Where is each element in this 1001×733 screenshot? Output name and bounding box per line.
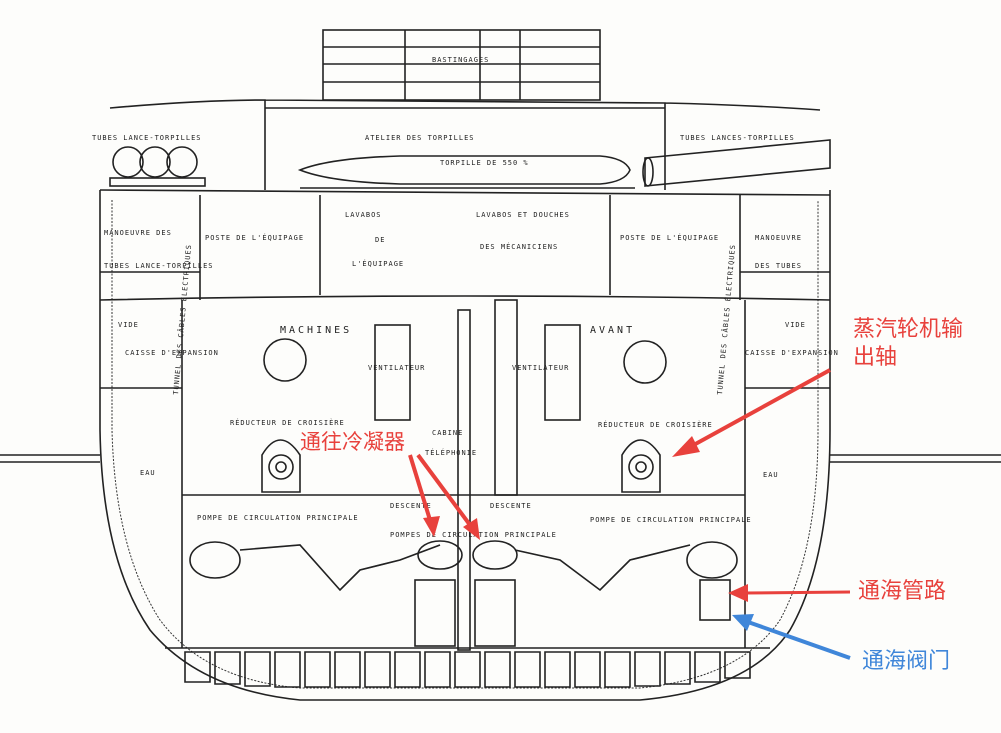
label-manoeuvre-right-2: DES TUBES [755, 262, 802, 270]
arrows-to-condenser [408, 453, 480, 540]
label-caisse-left: CAISSE D'EXPANSION [125, 349, 219, 357]
label-tubes-right: TUBES LANCES-TORPILLES [680, 134, 795, 142]
annotation-turbine-shaft: 蒸汽轮机输 出轴 [853, 317, 964, 370]
label-pompe-left: POMPE DE CIRCULATION PRINCIPALE [197, 514, 359, 522]
label-lavabos-mec-2: DES MÉCANICIENS [480, 242, 558, 251]
label-reducteur-right: RÉDUCTEUR DE CROISIÈRE [598, 420, 713, 429]
label-ventilateur-right: VENTILATEUR [512, 364, 569, 372]
label-reducteur-left: RÉDUCTEUR DE CROISIÈRE [230, 418, 345, 427]
waterline [0, 454, 1001, 463]
label-vide-left: VIDE [118, 321, 139, 329]
annotation-to-condenser: 通往冷凝器 [300, 430, 405, 454]
label-manoeuvre-right-1: MANOEUVRE [755, 234, 802, 242]
hull-outline [99, 190, 831, 701]
porthole-left [263, 338, 307, 382]
annotation-sea-pipe: 通海管路 [858, 579, 947, 604]
label-manoeuvre-left-1: MANOEUVRE DES [104, 229, 172, 237]
label-avant: AVANT [590, 325, 635, 336]
ventilator-right [544, 324, 581, 421]
label-tunnel-right: TUNNEL DES CÂBLES ÉLECTRIQUES [715, 244, 737, 395]
label-poste-right: POSTE DE L'ÉQUIPAGE [620, 233, 719, 242]
arrow-sea-valve [732, 614, 851, 660]
label-torpille: TORPILLE DE 550 % [440, 159, 529, 167]
label-tubes-left: TUBES LANCE-TORPILLES [92, 134, 202, 142]
label-lavabos-1: LAVABOS [345, 211, 382, 219]
cruise-reducer-right [621, 439, 661, 493]
annotation-sea-valve: 通海阀门 [862, 649, 951, 674]
torpedo-tubes-left [109, 146, 206, 187]
label-descente-left: DESCENTE [390, 502, 432, 510]
label-machines: MACHINES [280, 325, 352, 336]
double-bottom [165, 647, 770, 688]
label-atelier: ATELIER DES TORPILLES [365, 134, 475, 142]
label-ventilateur-left: VENTILATEUR [368, 364, 425, 372]
arrow-sea-pipe [728, 584, 851, 602]
cruise-reducer-left [261, 439, 301, 493]
label-pompes-center: POMPES DE CIRCULATION PRINCIPALE [390, 531, 557, 539]
torpedo-tube-right [642, 139, 831, 187]
label-pompe-right: POMPE DE CIRCULATION PRINCIPALE [590, 516, 752, 524]
label-lavabos-3: L'ÉQUIPAGE [352, 259, 404, 268]
porthole-right [623, 340, 667, 384]
torpedo [297, 155, 635, 189]
label-poste-left: POSTE DE L'ÉQUIPAGE [205, 233, 304, 242]
label-cabine-2: TÉLÉPHONIE [425, 448, 477, 457]
label-vide-right: VIDE [785, 321, 806, 329]
label-descente-right: DESCENTE [490, 502, 532, 510]
label-lavabos-mec-1: LAVABOS ET DOUCHES [476, 211, 570, 219]
ventilator-left [374, 324, 411, 421]
circulation-pumps [189, 540, 738, 647]
sea-pipe [699, 579, 731, 621]
label-eau-right: EAU [763, 471, 779, 479]
label-cabine-1: CABINE [432, 429, 463, 437]
label-manoeuvre-left-2: TUBES LANCE-TORPILLES [104, 262, 214, 270]
label-caisse-right: CAISSE D'EXPANSION [745, 349, 839, 357]
bastingages-block [322, 29, 601, 101]
label-eau-left: EAU [140, 469, 156, 477]
arrow-turbine-shaft [672, 368, 831, 457]
label-lavabos-2: DE [375, 236, 385, 244]
label-bastingages: BASTINGAGES [432, 56, 489, 64]
